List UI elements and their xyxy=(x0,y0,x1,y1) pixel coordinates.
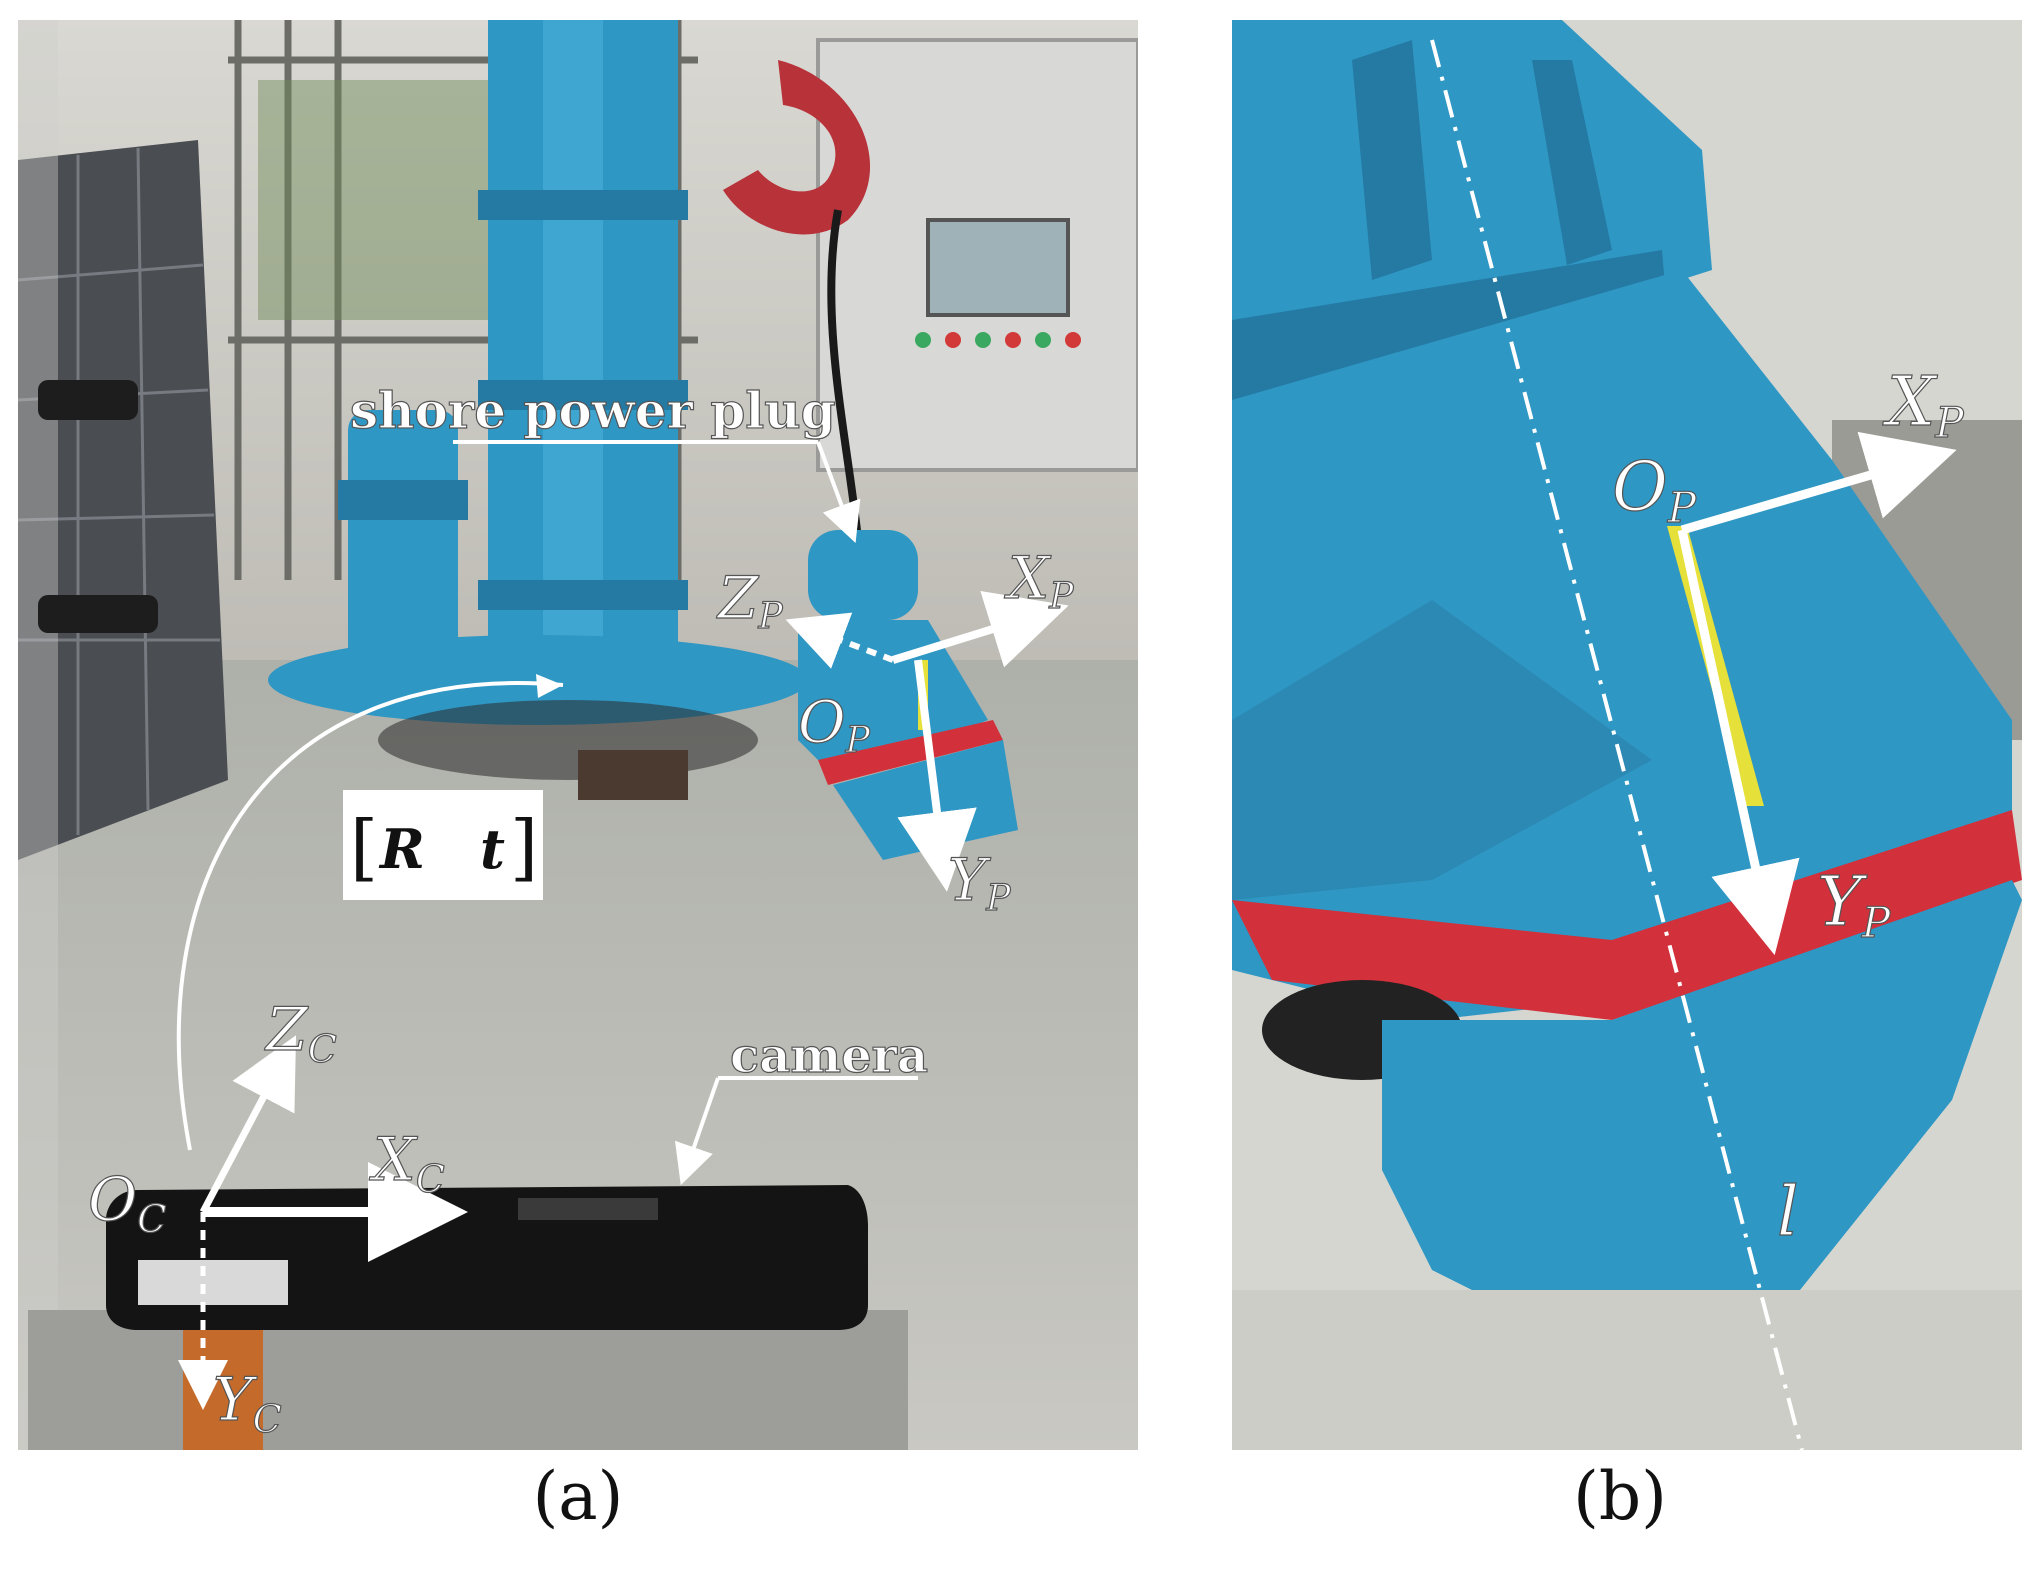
robot-base-shadow xyxy=(378,700,758,780)
label-yp: YP xyxy=(948,846,1011,919)
axis-zp-arrow-a xyxy=(785,612,895,669)
transform-label-r: R xyxy=(378,817,425,881)
camera-body xyxy=(106,1185,868,1330)
label-zp: ZP xyxy=(716,564,783,637)
plug-leader-arrow xyxy=(816,441,861,543)
transform-label-t: t xyxy=(480,817,505,881)
photo-panel-a: shore power plug camera ZP XP OP YP ZC X… xyxy=(18,20,1138,1450)
closeup-floor xyxy=(1232,1290,2022,1450)
photo-panel-b: XP OP YP l xyxy=(1232,20,2022,1450)
caption-a: (a) xyxy=(532,1458,624,1535)
left-wall-edge xyxy=(18,20,58,1450)
plug-cap-ribs xyxy=(1352,40,1612,280)
label-yc: YC xyxy=(213,1365,282,1441)
wooden-block xyxy=(578,750,688,800)
robot-motor-ring xyxy=(338,480,468,520)
robot-column-highlight xyxy=(543,20,603,670)
label-zc: ZC xyxy=(264,995,337,1071)
axis-yp-arrow-b xyxy=(1677,529,1800,956)
plug-centerline xyxy=(1430,39,1804,1450)
transform-arc-arrowhead xyxy=(536,674,563,698)
cabinet-screen xyxy=(926,218,1070,317)
label-oc: OC xyxy=(88,1165,166,1241)
label-xp-b: XP xyxy=(1882,363,1964,447)
caption-b: (b) xyxy=(1573,1458,1667,1535)
plug-closeup-illustration: XP OP YP l xyxy=(1232,20,2022,1450)
plug-red-band xyxy=(1232,810,2022,1020)
camera-leader-arrow xyxy=(674,1077,720,1186)
axis-xp-arrow-a xyxy=(891,591,1069,668)
plug-lower-body xyxy=(1382,880,2022,1320)
camera-lens-strip xyxy=(518,1198,658,1220)
solar-panel xyxy=(18,140,228,860)
crane-hook xyxy=(723,60,871,235)
label-xp: XP xyxy=(1004,544,1074,617)
label-camera: camera xyxy=(730,1028,928,1084)
axis-zc-arrow xyxy=(199,1035,297,1214)
transform-arc xyxy=(176,681,564,1151)
scene-a-illustration: shore power plug camera ZP XP OP YP ZC X… xyxy=(18,20,1138,1450)
robot-motor xyxy=(348,410,458,670)
cabinet-buttons xyxy=(915,332,1081,348)
axis-xp-arrow-b xyxy=(1680,431,1957,535)
label-centerline-l: l xyxy=(1777,1173,1799,1252)
label-op-b: OP xyxy=(1612,448,1697,532)
camera-sticker xyxy=(138,1260,288,1305)
camera-stand xyxy=(28,1310,908,1450)
label-yp-b: YP xyxy=(1817,863,1891,947)
plug-body-facet xyxy=(1232,600,1652,900)
axis-yp-arrow-a xyxy=(897,659,977,892)
transform-bracket-open: [ xyxy=(350,805,378,889)
label-shore-power-plug: shore power plug xyxy=(350,381,836,440)
robot-column-bolts xyxy=(478,190,688,610)
label-xc: XC xyxy=(369,1125,445,1201)
rack-hooks xyxy=(38,380,158,633)
label-op: OP xyxy=(798,688,871,761)
transform-label-box xyxy=(343,790,543,900)
transform-bracket-close: ] xyxy=(510,805,538,889)
